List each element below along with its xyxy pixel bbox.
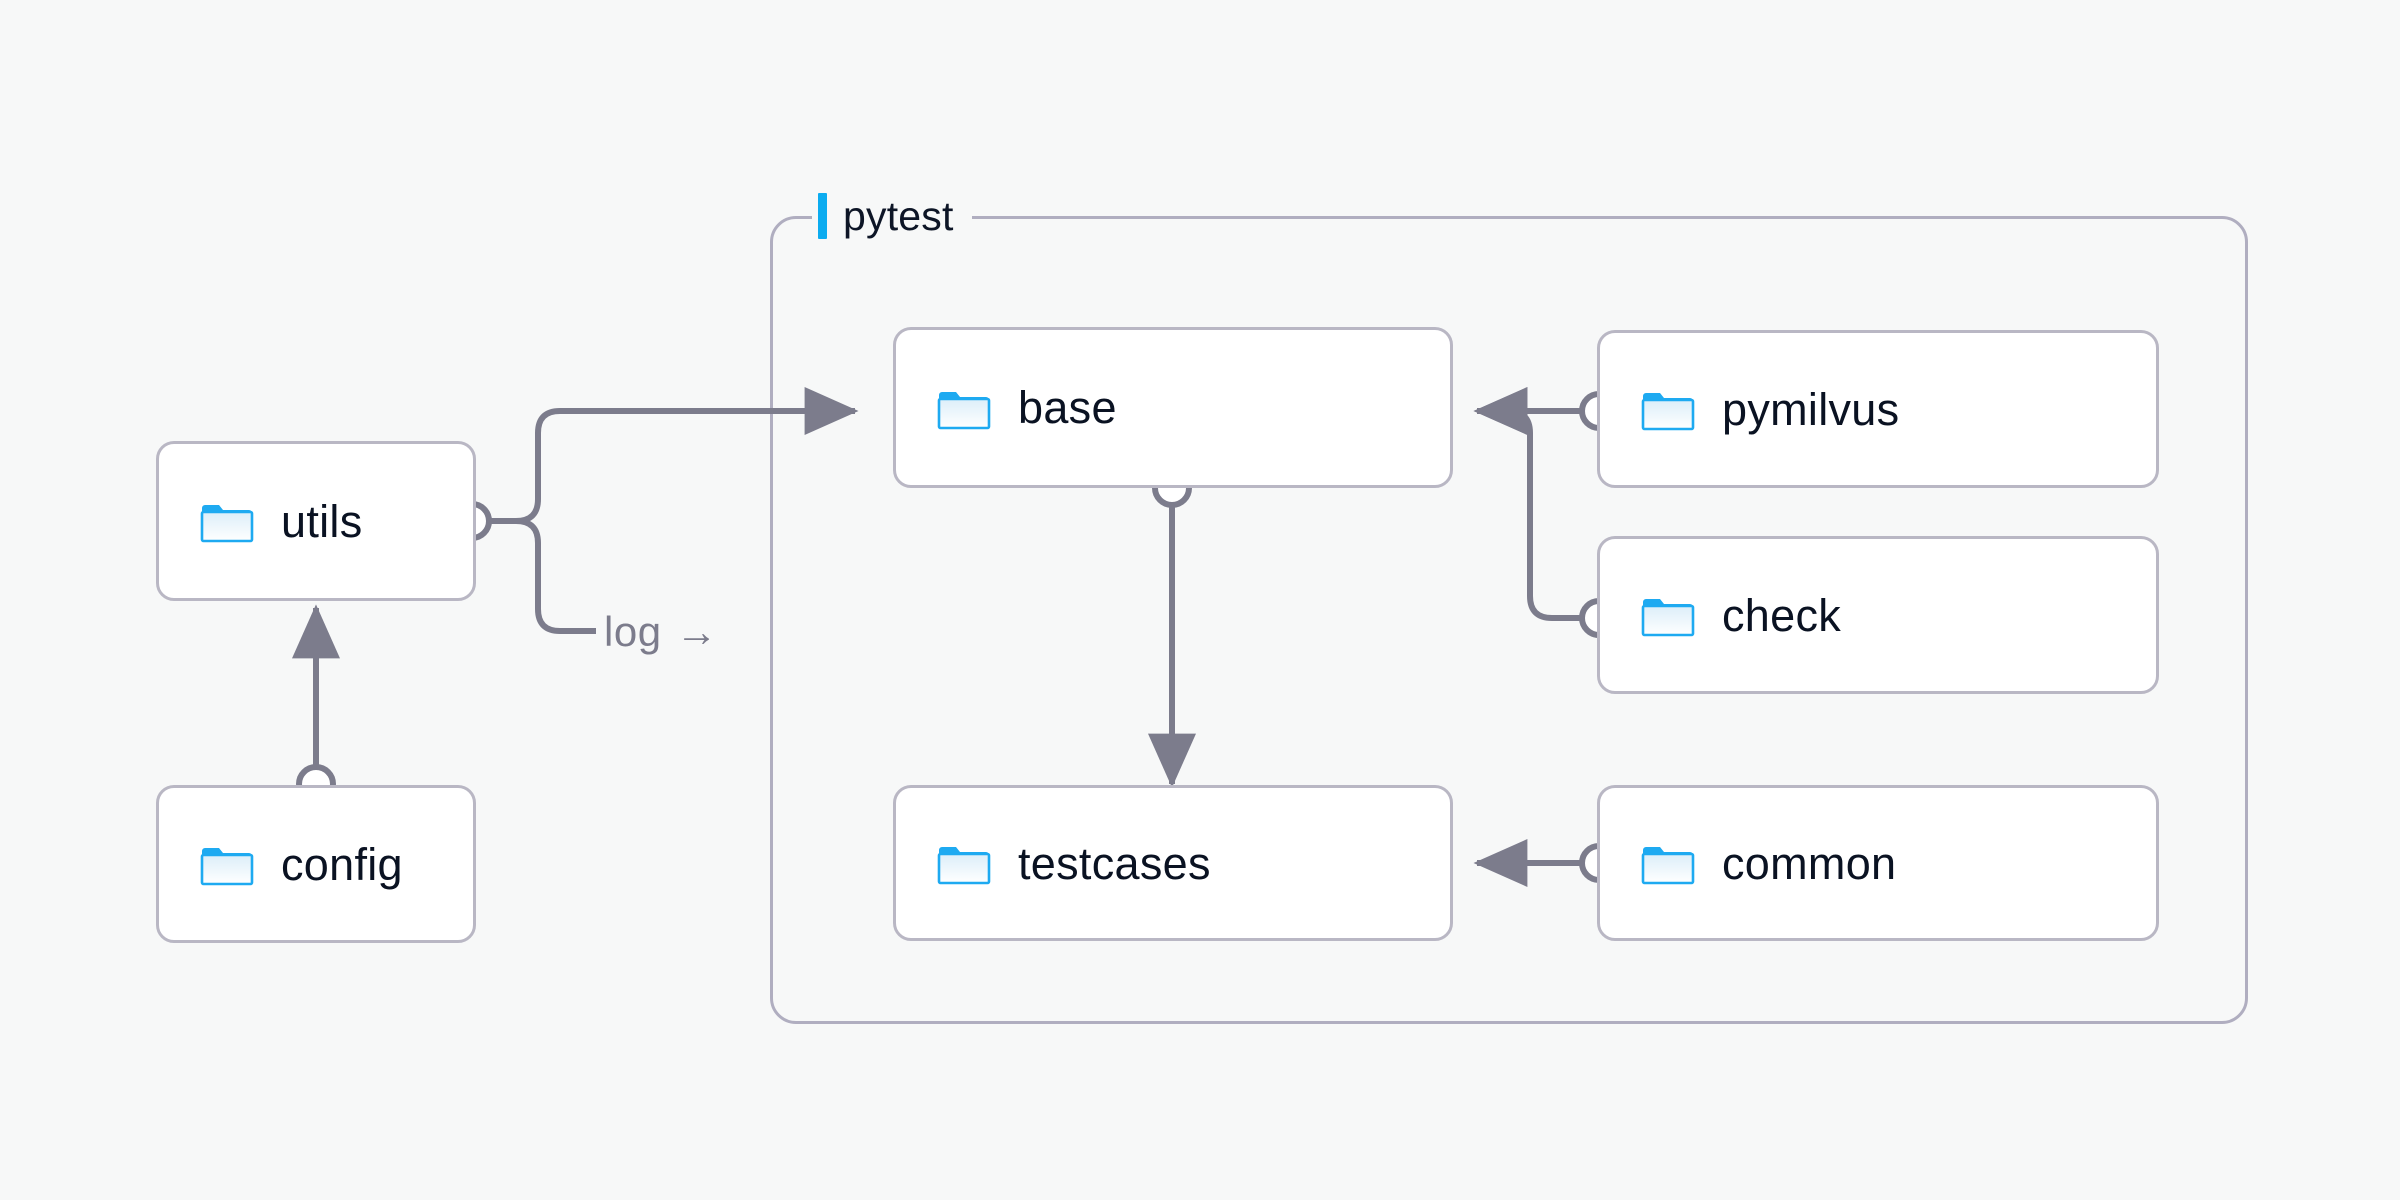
node-label: common	[1722, 837, 1897, 889]
node-label: base	[1018, 382, 1117, 433]
node-label: check	[1722, 589, 1842, 641]
folder-icon	[937, 391, 991, 429]
accent-bar-icon	[818, 193, 827, 239]
node-label: utils	[281, 495, 363, 547]
arrow-right-icon: →	[675, 608, 719, 655]
node-common[interactable]: common	[1597, 785, 2159, 941]
group-label-pytest: pytest	[812, 188, 972, 244]
node-label: testcases	[1018, 837, 1211, 889]
node-base[interactable]: base	[893, 327, 1453, 488]
node-check[interactable]: check	[1597, 536, 2159, 694]
group-container-pytest	[770, 216, 2248, 1024]
edge-utils-log	[515, 518, 596, 634]
node-pymilvus[interactable]: pymilvus	[1597, 330, 2159, 488]
folder-icon	[1641, 599, 1695, 637]
node-label: pymilvus	[1722, 383, 1900, 435]
group-title: pytest	[843, 192, 954, 239]
node-label: config	[281, 838, 403, 890]
node-utils[interactable]: utils	[156, 441, 476, 601]
folder-icon	[200, 848, 254, 886]
folder-icon	[200, 505, 254, 543]
folder-icon	[1641, 847, 1695, 885]
edge-config-utils	[292, 604, 340, 804]
folder-icon	[937, 847, 991, 885]
folder-icon	[1641, 393, 1695, 431]
node-config[interactable]: config	[156, 785, 476, 943]
edge-label-log: log →	[604, 608, 718, 656]
node-testcases[interactable]: testcases	[893, 785, 1453, 941]
edge-label-log-text: log	[604, 608, 662, 655]
